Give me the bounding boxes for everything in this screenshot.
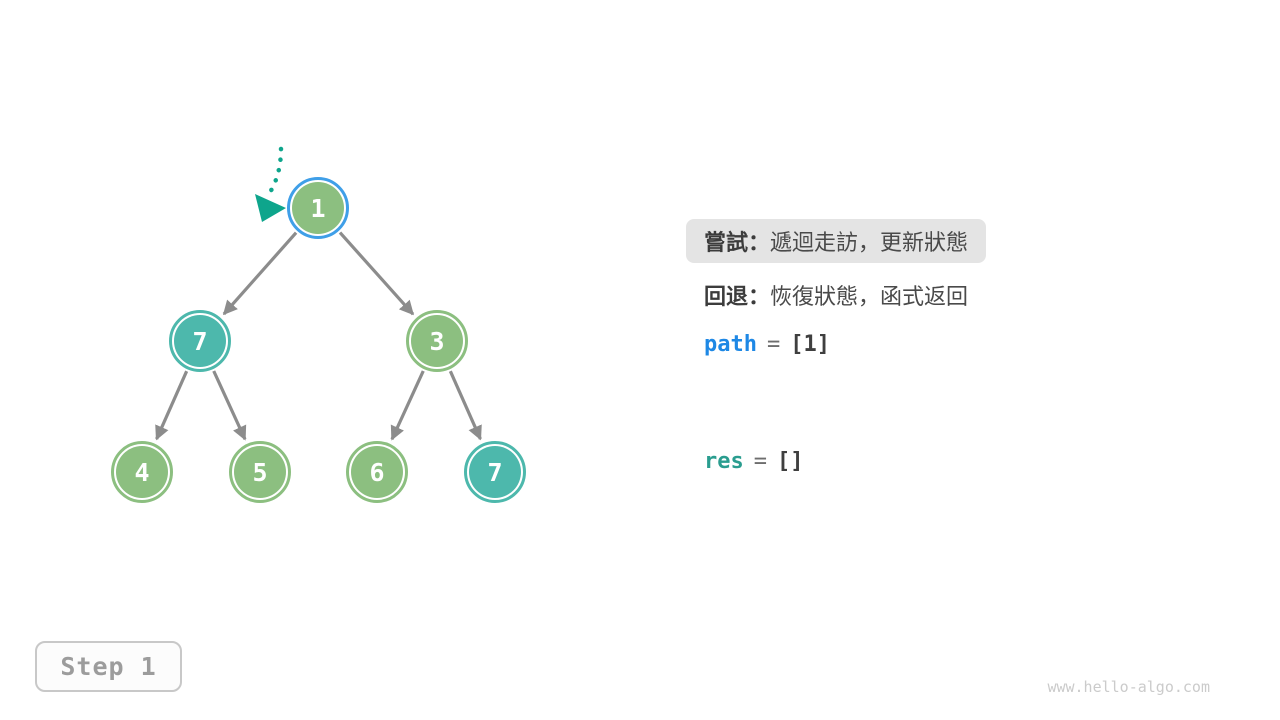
path-variable-value: [1] xyxy=(790,331,830,357)
entry-arrow-head xyxy=(255,194,286,222)
tree-node-value: 4 xyxy=(116,446,168,498)
tree-node-n5: 5 xyxy=(229,441,291,503)
tree-edge xyxy=(212,370,247,441)
tree-edge xyxy=(222,231,298,316)
step-indicator: Step 1 xyxy=(35,641,182,692)
tree-edge xyxy=(390,370,425,441)
backtrack-label: 回退： xyxy=(704,285,771,310)
tree-edge xyxy=(338,231,415,316)
entry-arrow-dots xyxy=(264,146,284,200)
backtrack-text: 恢復狀態，函式返回 xyxy=(770,285,969,310)
res-variable-name: res xyxy=(704,448,744,474)
watermark: www.hello-algo.com xyxy=(1047,678,1210,696)
tree-node-n4: 4 xyxy=(111,441,173,503)
path-equals-sign: = xyxy=(766,331,781,357)
tree-node-n1: 1 xyxy=(287,177,349,239)
tree-node-value: 1 xyxy=(292,182,344,234)
tree-node-n3: 3 xyxy=(406,310,468,372)
tree-node-value: 5 xyxy=(234,446,286,498)
tree-node-value: 6 xyxy=(351,446,403,498)
tree-node-n7r: 7 xyxy=(464,441,526,503)
try-line-highlight: 嘗試：遞迴走訪，更新狀態 xyxy=(686,219,987,263)
entry-arrow-icon xyxy=(255,146,286,222)
res-equals-sign: = xyxy=(753,448,767,474)
tree-edge xyxy=(155,370,189,441)
tree-node-n6: 6 xyxy=(346,441,408,503)
tree-node-value: 3 xyxy=(411,315,463,367)
path-variable-line: path = [1] xyxy=(704,327,830,361)
try-text: 遞迴走訪，更新狀態 xyxy=(770,231,969,256)
step-label: Step 1 xyxy=(60,652,157,681)
tree-node-value: 7 xyxy=(174,315,226,367)
tree-node-n7l: 7 xyxy=(169,310,231,372)
path-variable-name: path xyxy=(704,331,757,357)
try-label: 嘗試： xyxy=(704,231,771,256)
tree-node-value: 7 xyxy=(469,446,521,498)
backtrack-line: 回退：恢復狀態，函式返回 xyxy=(704,277,968,313)
res-variable-value: [] xyxy=(777,448,804,474)
tree-edge xyxy=(448,370,482,441)
res-variable-line: res = [] xyxy=(704,444,804,478)
